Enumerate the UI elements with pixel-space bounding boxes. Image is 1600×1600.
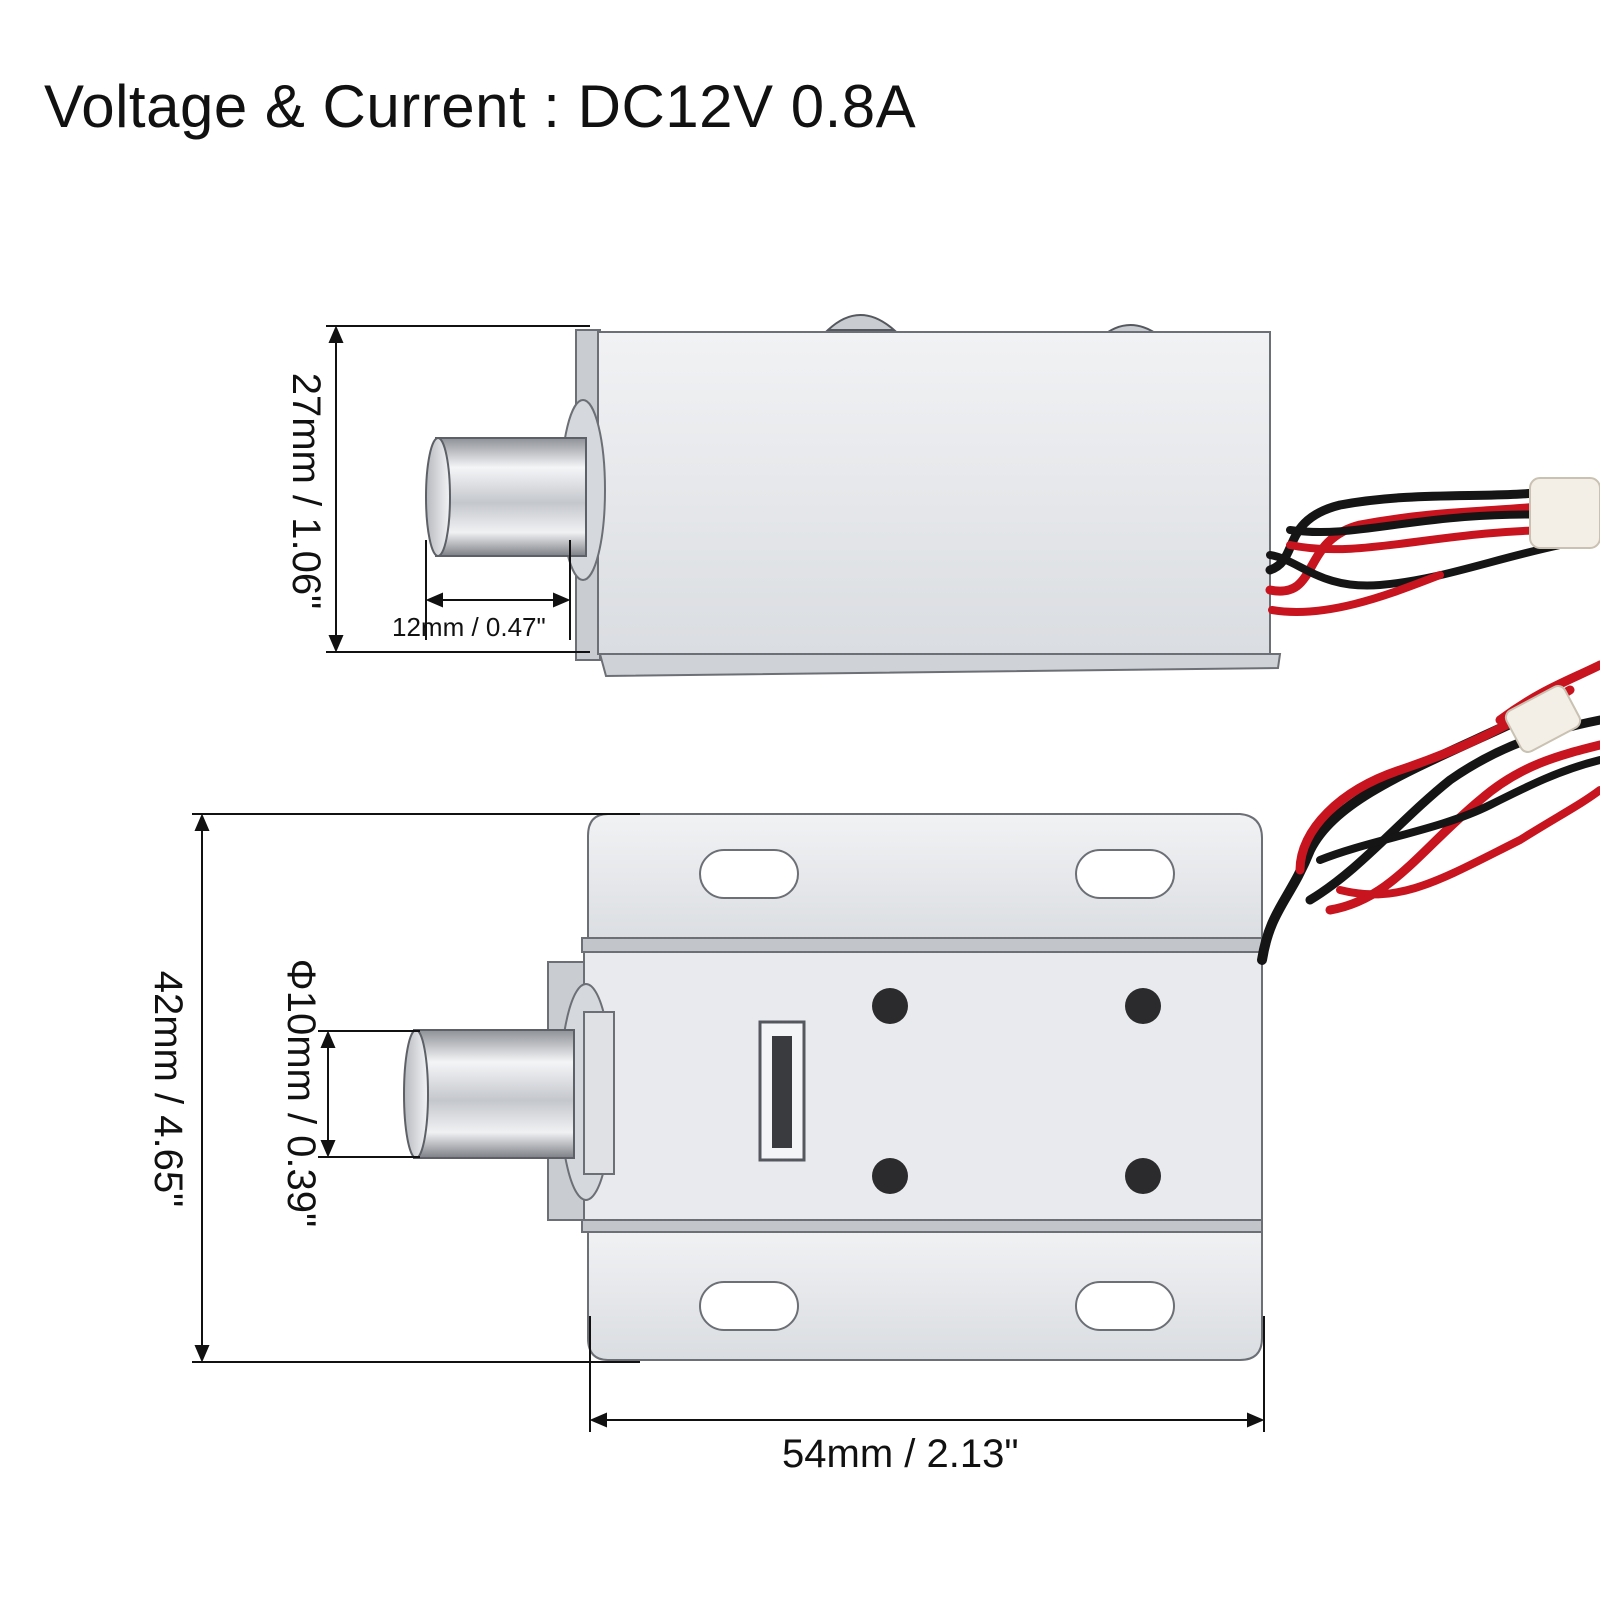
mounting-slot	[699, 849, 799, 899]
top-view-solenoid	[425, 314, 1282, 678]
top-height-label: 27mm / 1.06"	[284, 372, 328, 610]
plunger-length-label: 12mm / 0.47"	[392, 612, 546, 642]
housing-hole	[1125, 988, 1161, 1024]
mounting-slot	[1075, 1281, 1175, 1331]
wire-sleeve	[1504, 685, 1582, 753]
page-title: Voltage & Current : DC12V 0.8A	[44, 73, 917, 140]
housing-hole	[872, 1158, 908, 1194]
housing-hole	[872, 988, 908, 1024]
screw-head	[825, 314, 897, 331]
bottom-width-label: 54mm / 2.13"	[782, 1432, 1019, 1476]
wire-sleeve	[1529, 477, 1600, 549]
bottom-wires	[1257, 660, 1600, 965]
mounting-slot	[1075, 849, 1175, 899]
top-wires	[1265, 477, 1600, 616]
mounting-slot	[699, 1281, 799, 1331]
housing-hole	[1125, 1158, 1161, 1194]
dimension-lines	[192, 325, 1265, 1432]
plunger-diameter-label: Φ10mm / 0.39"	[279, 958, 323, 1228]
bottom-height-label: 42mm / 4.65"	[146, 970, 190, 1208]
bottom-view-solenoid	[403, 813, 1263, 1361]
